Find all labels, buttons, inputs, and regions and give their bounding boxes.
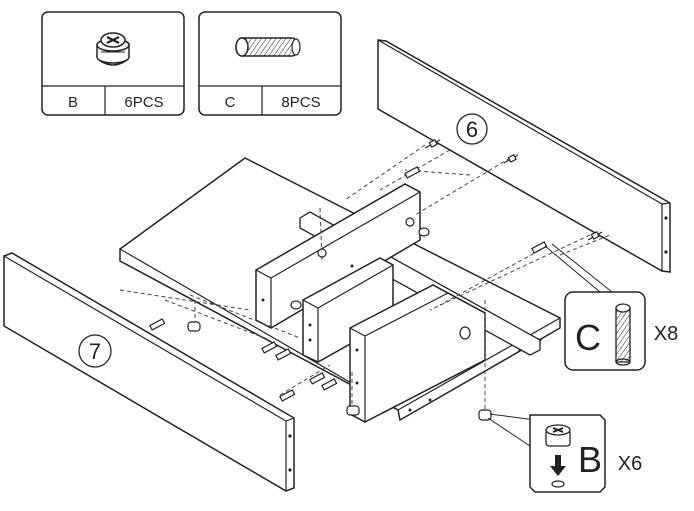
- dowel-callout-quantity: X8: [654, 323, 678, 345]
- cam-lock-icon: [478, 409, 492, 421]
- cam-lock-icon: [545, 424, 571, 447]
- cam-callout-letter: B: [578, 439, 602, 480]
- back-panel: 6: [377, 39, 671, 273]
- dowel-callout-letter: C: [575, 317, 601, 358]
- legend-box-b: B 6PCS: [41, 11, 185, 116]
- cam-lock-icon: [346, 405, 360, 416]
- cam-bolt-icon: [424, 139, 441, 149]
- legend-b-letter: B: [68, 94, 78, 111]
- cam-lock-icon: [290, 300, 302, 310]
- cam-lock-icon: [96, 32, 130, 66]
- arrow-down-icon: [550, 455, 566, 476]
- back-panel-number: 6: [466, 117, 478, 142]
- cam-callout-quantity: X6: [618, 453, 642, 475]
- cam-lock-icon: [418, 227, 430, 237]
- assembly-guide-lines: [119, 144, 611, 410]
- wooden-dowel-icon: [279, 389, 296, 402]
- front-panel: 7: [3, 252, 295, 492]
- legend-box-c: C 8PCS: [198, 11, 342, 116]
- cam-bolt-icon: [503, 154, 519, 164]
- legend-b-quantity: 6PCS: [124, 94, 163, 111]
- cam-lock-icon: [187, 321, 201, 332]
- wooden-dowel-icon: [149, 318, 166, 331]
- wooden-dowel-icon: [275, 348, 292, 361]
- front-panel-number: 7: [89, 339, 101, 364]
- wooden-dowel-icon: [309, 372, 326, 385]
- wooden-dowel-icon: [321, 378, 338, 391]
- hardware-pieces: [149, 139, 603, 421]
- cam-callout: B X6: [487, 413, 642, 493]
- cam-lock-icon: [317, 248, 327, 258]
- legend-c-quantity: 8PCS: [281, 94, 320, 111]
- wooden-dowel-icon: [615, 303, 631, 366]
- wooden-dowel-icon: [235, 37, 301, 57]
- dowel-callout: C X8: [544, 243, 678, 371]
- wooden-dowel-icon: [261, 341, 278, 354]
- wooden-dowel-icon: [404, 166, 421, 179]
- divider-panel-left: [255, 183, 421, 329]
- legend-c-letter: C: [225, 94, 236, 111]
- cam-bolt-icon: [587, 231, 603, 241]
- wooden-dowel-icon: [531, 241, 548, 254]
